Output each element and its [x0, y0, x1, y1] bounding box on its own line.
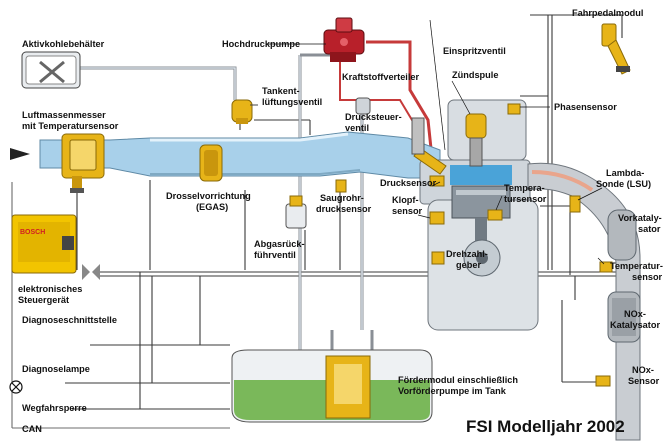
label-abgasrueckfuehr-2: führventil [254, 250, 296, 260]
label-nox-sensor-1: NOx- [632, 365, 654, 375]
intake-duct [39, 131, 441, 179]
ecu-connector-arrows [82, 264, 100, 280]
tank-vent-valve [231, 99, 258, 124]
label-saugrohr-2: drucksensor [316, 204, 372, 214]
label-kraftstoffverteiler: Kraftstoffverteiler [342, 72, 420, 82]
fuel-lines [80, 53, 374, 400]
ecu-brand-label: BOSCH [20, 229, 45, 236]
label-hochdruckpumpe: Hochdruckpumpe [222, 39, 300, 49]
intake-pressure-sensor [335, 179, 347, 193]
label-luftmassenmesser-2: mit Temperatursensor [22, 121, 119, 131]
label-vorkatalysator-1: Vorkataly- [618, 213, 662, 223]
label-foerdermodul-2: Vorförderpumpe im Tank [398, 386, 507, 396]
label-temperatursensor-engine-2: tursensor [504, 194, 547, 204]
label-diagnoseschnittstelle: Diagnoseschnittstelle [22, 315, 117, 325]
engine-control-unit: BOSCH [11, 214, 77, 274]
phase-sensor [507, 103, 521, 115]
label-saugrohr-1: Saugrohr- [320, 193, 364, 203]
exhaust-temperature-sensor [599, 261, 613, 273]
label-temperatursensor-exhaust-1: Temperatur- [610, 261, 663, 271]
label-einspritzventil: Einspritzventil [443, 46, 506, 56]
lambda-probe [569, 195, 581, 213]
label-nox-katalysator-2: Katalysator [610, 320, 660, 330]
knock-sensor [429, 211, 445, 225]
ignition-coil [465, 113, 487, 167]
label-tankentlueftung-2: lüftungsventil [262, 97, 322, 107]
label-can: CAN [22, 424, 42, 434]
label-drossel-2: (EGAS) [196, 202, 228, 212]
throttle-body [199, 144, 223, 182]
label-drucksensor: Drucksensor [380, 178, 437, 188]
air-mass-meter [61, 133, 105, 193]
diagram-title: FSI Modelljahr 2002 [466, 417, 625, 436]
fuel-rail [411, 117, 425, 155]
air-inlet-arrow [10, 148, 30, 160]
label-nox-katalysator-1: NOx- [624, 309, 646, 319]
label-aktivkohlebehaelter: Aktivkohlebehälter [22, 39, 105, 49]
label-temperatursensor-exhaust-2: sensor [632, 272, 663, 282]
label-nox-sensor-2: Sensor [628, 376, 660, 386]
label-fahrpedalmodul: Fahrpedalmodul [572, 8, 643, 18]
egr-valve [285, 195, 307, 229]
fuel-tank [231, 349, 433, 423]
label-drehzahlgeber-1: Drehzahl- [446, 249, 488, 259]
label-drucksteuerventil-1: Drucksteuer- [345, 112, 402, 122]
label-temperatursensor-engine-1: Tempera- [504, 183, 545, 193]
label-diagnoselampe: Diagnoselampe [22, 364, 90, 374]
label-tankentlueftung-1: Tankent- [262, 86, 300, 96]
exhaust-system [527, 162, 641, 441]
label-drossel-1: Drosselvorrichtung [166, 191, 251, 201]
label-wegfahrsperre: Wegfahrsperre [22, 403, 87, 413]
activated-carbon-canister [21, 51, 81, 89]
label-foerdermodul-1: Fördermodul einschließlich [398, 375, 518, 385]
pressure-sensor [429, 175, 445, 187]
label-klopfsensor-1: Klopf- [392, 195, 419, 205]
diagnostic-lamp-icon [9, 380, 23, 394]
label-abgasrueckfuehr-1: Abgasrück- [254, 239, 305, 249]
label-drehzahlgeber-2: geber [456, 260, 481, 270]
label-klopfsensor-2: sensor [392, 206, 423, 216]
label-luftmassenmesser-1: Luftmassenmesser [22, 110, 106, 120]
nox-sensor [595, 375, 611, 387]
temperature-sensor-engine [487, 209, 503, 221]
rpm-sensor [431, 251, 445, 265]
label-vorkatalysator-2: sator [638, 224, 661, 234]
label-steuergeraet-2: Steuergerät [18, 295, 69, 305]
high-pressure-line [366, 40, 434, 159]
accelerator-pedal-module [601, 23, 631, 75]
label-steuergeraet-1: elektronisches [18, 284, 82, 294]
high-pressure-pump [323, 17, 365, 62]
leader-lines [266, 19, 605, 265]
pressure-control-valve [355, 97, 371, 115]
label-zuendspule: Zündspule [452, 70, 498, 80]
label-lambda-1: Lambda- [606, 168, 644, 178]
wiring-harness [11, 14, 641, 429]
label-lambda-2: Sonde (LSU) [596, 179, 651, 189]
labels: Aktivkohlebehälter Hochdruckpumpe Fahrpe… [18, 8, 663, 436]
label-phasensensor: Phasensensor [554, 102, 617, 112]
label-drucksteuerventil-2: ventil [345, 123, 369, 133]
